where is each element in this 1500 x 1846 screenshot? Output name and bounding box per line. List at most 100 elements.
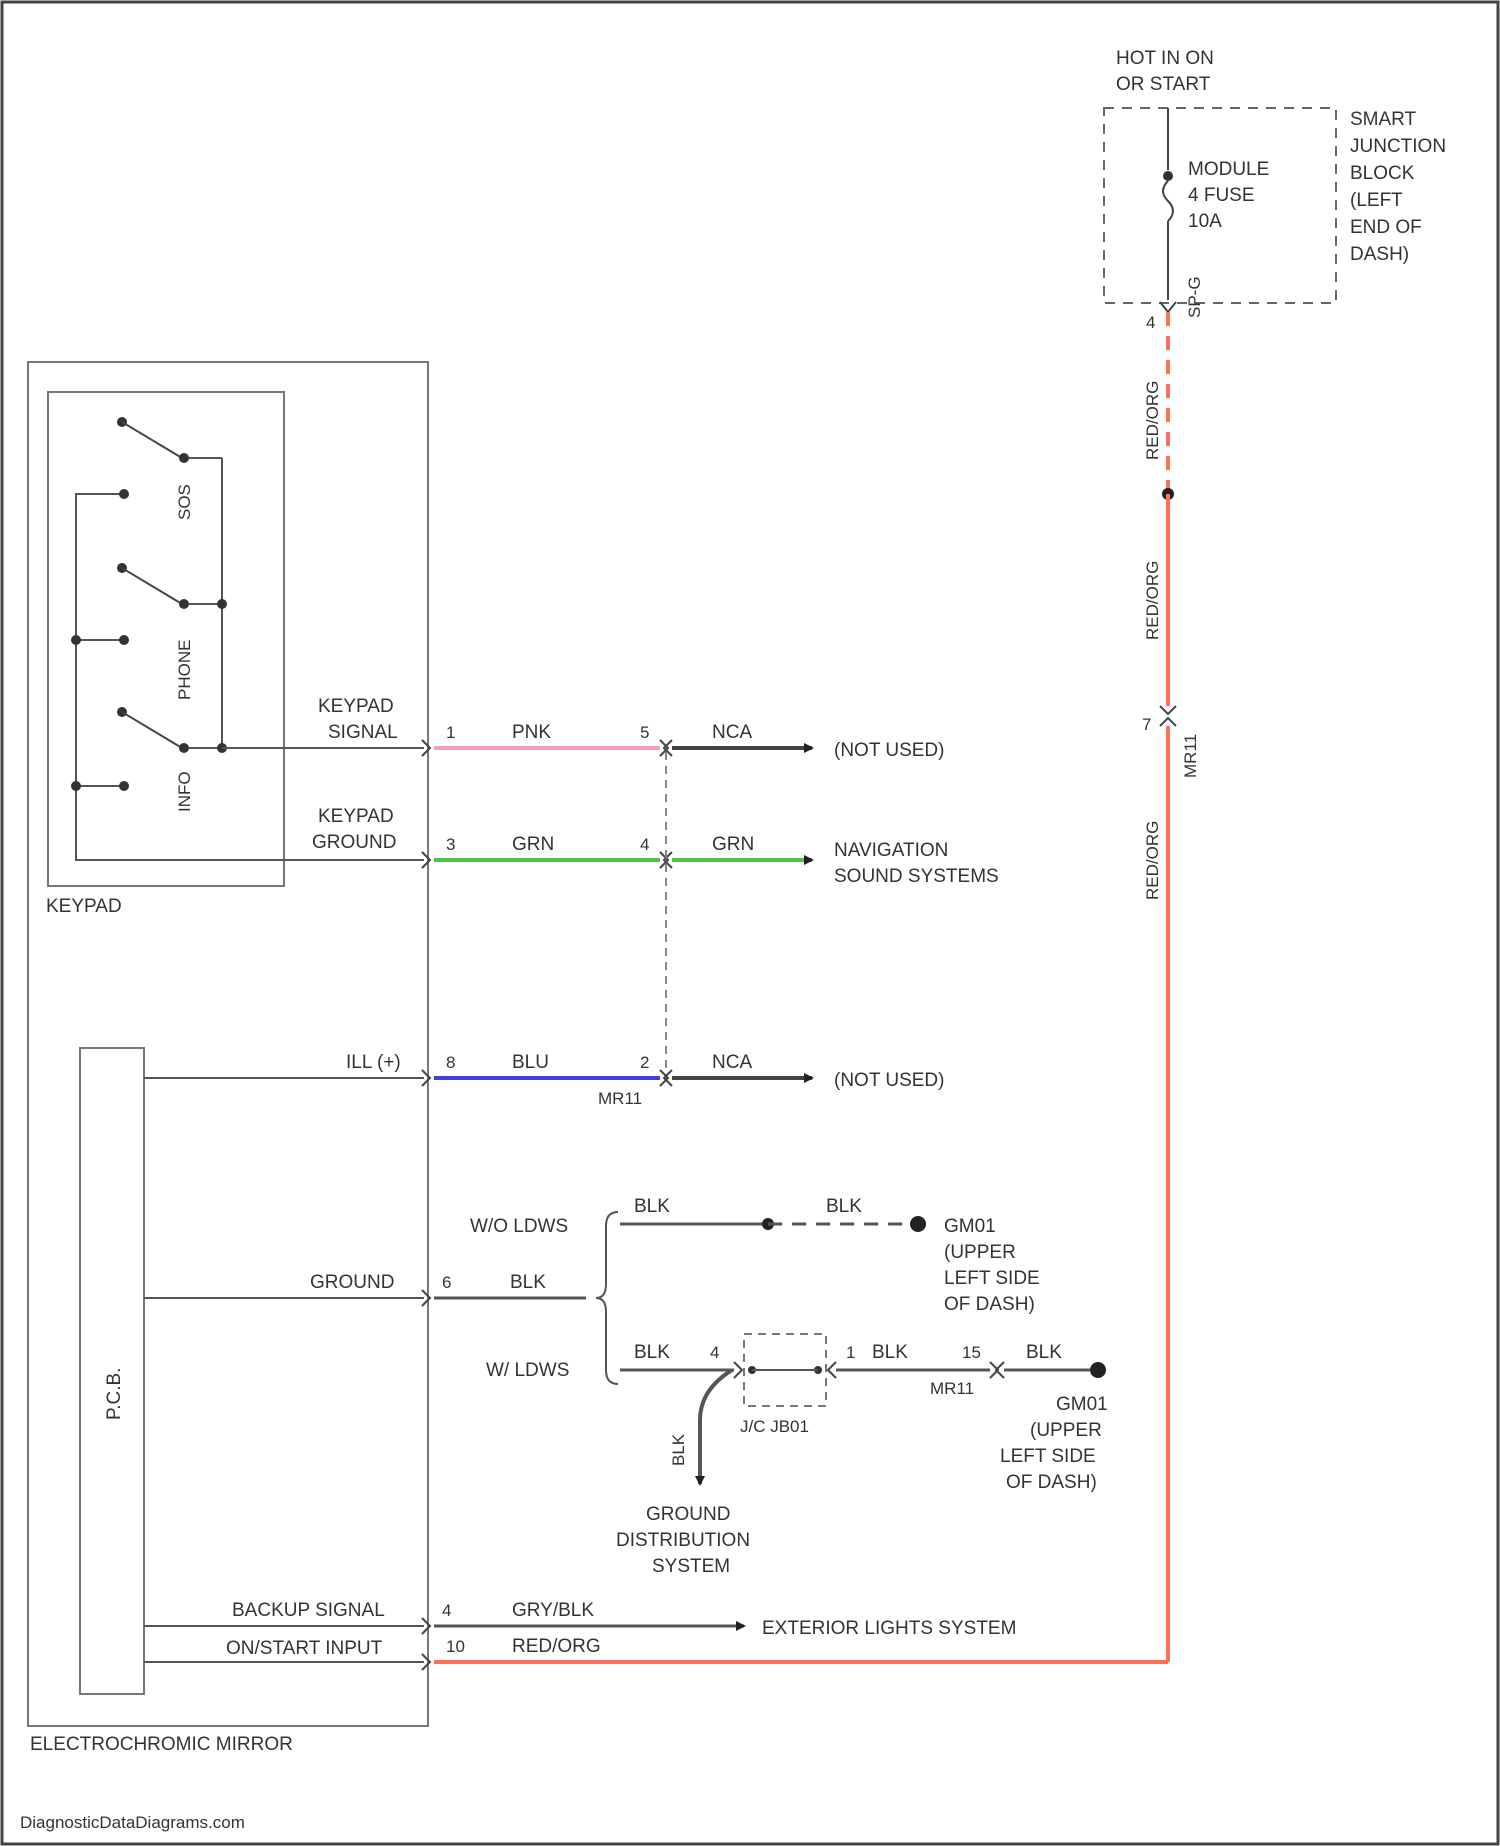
keypad-signal-pin-a: 1: [446, 723, 455, 742]
with-ldws-wire-c: BLK: [1026, 1342, 1062, 1363]
ill-dest: (NOT USED): [834, 1070, 944, 1091]
without-ldws-wire-a: BLK: [634, 1196, 670, 1217]
ground-brace: [596, 1212, 618, 1384]
feed-wire-color-mid: RED/ORG: [1143, 561, 1162, 640]
supply-label-2: OR START: [1116, 74, 1211, 95]
supply-label-1: HOT IN ON: [1116, 48, 1214, 69]
phone-switch-label: PHONE: [175, 640, 194, 700]
ill-circuit: ILL (+) 8 BLU 2 NCA (NOT USED) MR11: [346, 1052, 944, 1108]
ill-label: ILL (+): [346, 1052, 401, 1073]
ill-pin-b: 2: [640, 1053, 649, 1072]
location-label-4: (LEFT: [1350, 190, 1403, 211]
feed-wire-color-upper: RED/ORG: [1143, 381, 1162, 460]
ill-connector-label: MR11: [598, 1089, 642, 1108]
backup-circuit: BACKUP SIGNAL 4 GRY/BLK EXTERIOR LIGHTS …: [232, 1600, 1016, 1639]
with-ldws-dest-2: (UPPER: [1030, 1420, 1102, 1441]
without-ldws-dest-3: LEFT SIDE: [944, 1268, 1040, 1289]
fuse-label-1: MODULE: [1188, 159, 1269, 180]
ground-wire: BLK: [510, 1272, 546, 1293]
keypad-ground-pin-b: 4: [640, 835, 649, 854]
keypad-signal-wire-b: NCA: [712, 722, 752, 743]
without-ldws-label: W/O LDWS: [470, 1216, 568, 1237]
location-label-6: DASH): [1350, 244, 1409, 265]
keypad-title: KEYPAD: [46, 896, 122, 917]
ground-label: GROUND: [310, 1272, 394, 1293]
watermark: DiagnosticDataDiagrams.com: [20, 1813, 245, 1832]
feed-connector-pin: 7: [1142, 715, 1151, 734]
backup-dest: EXTERIOR LIGHTS SYSTEM: [762, 1618, 1016, 1639]
phone-switch: PHONE: [117, 563, 222, 700]
ill-wire-b: NCA: [712, 1052, 752, 1073]
keypad-ground-label-1: KEYPAD: [318, 806, 394, 827]
without-ldws-dest-1: GM01: [944, 1216, 996, 1237]
location-label-5: END OF: [1350, 217, 1422, 238]
branch-dest-3: SYSTEM: [652, 1556, 730, 1577]
with-ldws-label: W/ LDWS: [486, 1360, 569, 1381]
ground-pin: 6: [442, 1273, 451, 1292]
info-switch-label: INFO: [175, 771, 194, 812]
feed-wire-color-lower: RED/ORG: [1143, 821, 1162, 900]
info-switch: INFO: [117, 707, 194, 812]
with-ldws-pin-b: 1: [846, 1343, 855, 1362]
keypad-ground-pin-a: 3: [446, 835, 455, 854]
keypad-ground-circuit: KEYPAD GROUND 3 GRN 4 GRN NAVIGATION SOU…: [312, 806, 999, 887]
ground-terminal-2: [1090, 1362, 1106, 1378]
keypad-signal-pin-b: 5: [640, 723, 649, 742]
keypad-ground-wire-b: GRN: [712, 834, 754, 855]
with-ldws-dest-4: OF DASH): [1006, 1472, 1097, 1493]
branch-wire-label: BLK: [669, 1433, 688, 1466]
fuse-label-2: 4 FUSE: [1188, 185, 1255, 206]
keypad-signal-label-2: SIGNAL: [328, 722, 398, 743]
ill-wire-a: BLU: [512, 1052, 549, 1073]
pcb-module-label: P.C.B.: [104, 1368, 125, 1420]
keypad-ground-dest-1: NAVIGATION: [834, 840, 948, 861]
jc-label: J/C JB01: [740, 1417, 809, 1436]
on-start-circuit: ON/START INPUT 10 RED/ORG: [226, 1636, 1168, 1662]
feed-connector-label: MR11: [1181, 734, 1200, 778]
keypad-signal-circuit: KEYPAD SIGNAL 1 PNK 5 NCA (NOT USED): [318, 696, 944, 761]
keypad-signal-dest: (NOT USED): [834, 740, 944, 761]
keypad-ground-dest-2: SOUND SYSTEMS: [834, 866, 999, 887]
location-label-3: BLOCK: [1350, 163, 1415, 184]
ground-terminal-1: [910, 1216, 926, 1232]
on-start-wire: RED/ORG: [512, 1636, 601, 1657]
backup-label: BACKUP SIGNAL: [232, 1600, 385, 1621]
with-ldws-pin-c: 15: [962, 1343, 981, 1362]
without-ldws-dest-4: OF DASH): [944, 1294, 1035, 1315]
keypad-signal-wire-a: PNK: [512, 722, 551, 743]
backup-pin: 4: [442, 1601, 451, 1620]
sos-switch: SOS: [117, 417, 222, 520]
on-start-label: ON/START INPUT: [226, 1638, 383, 1659]
with-ldws-dest-1: GM01: [1056, 1394, 1108, 1415]
with-ldws-dest-3: LEFT SIDE: [1000, 1446, 1096, 1467]
branch-dest-2: DISTRIBUTION: [616, 1530, 750, 1551]
with-ldws-wire-a: BLK: [634, 1342, 670, 1363]
backup-wire: GRY/BLK: [512, 1600, 594, 1621]
without-ldws-dest-2: (UPPER: [944, 1242, 1016, 1263]
location-label-1: SMART: [1350, 109, 1417, 130]
fuse-terminal-top: [1163, 171, 1173, 181]
keypad-ground-wire-a: GRN: [512, 834, 554, 855]
with-ldws-wire-b: BLK: [872, 1342, 908, 1363]
with-ldws-pin-a: 4: [710, 1343, 719, 1362]
keypad-ground-label-2: GROUND: [312, 832, 396, 853]
with-ldws-connector: MR11: [930, 1379, 974, 1398]
feed-wire: RED/ORG RED/ORG RED/ORG 7 MR11: [1142, 312, 1200, 1662]
without-ldws-wire-b: BLK: [826, 1196, 862, 1217]
on-start-pin: 10: [446, 1637, 465, 1656]
fuse-symbol: [1163, 181, 1173, 221]
keypad-signal-label-1: KEYPAD: [318, 696, 394, 717]
fuse-connector-label: SP-G: [1185, 276, 1204, 318]
fuse-label-3: 10A: [1188, 211, 1222, 232]
branch-dest-1: GROUND: [646, 1504, 730, 1525]
sos-switch-label: SOS: [175, 484, 194, 520]
fuse-box: HOT IN ON OR START MODULE 4 FUSE 10A SMA…: [1104, 48, 1446, 332]
mirror-outline: [28, 362, 428, 1726]
location-label-2: JUNCTION: [1350, 136, 1446, 157]
ground-branch-wire: [700, 1370, 732, 1484]
fuse-pin-number: 4: [1146, 313, 1155, 332]
ill-pin-a: 8: [446, 1053, 455, 1072]
